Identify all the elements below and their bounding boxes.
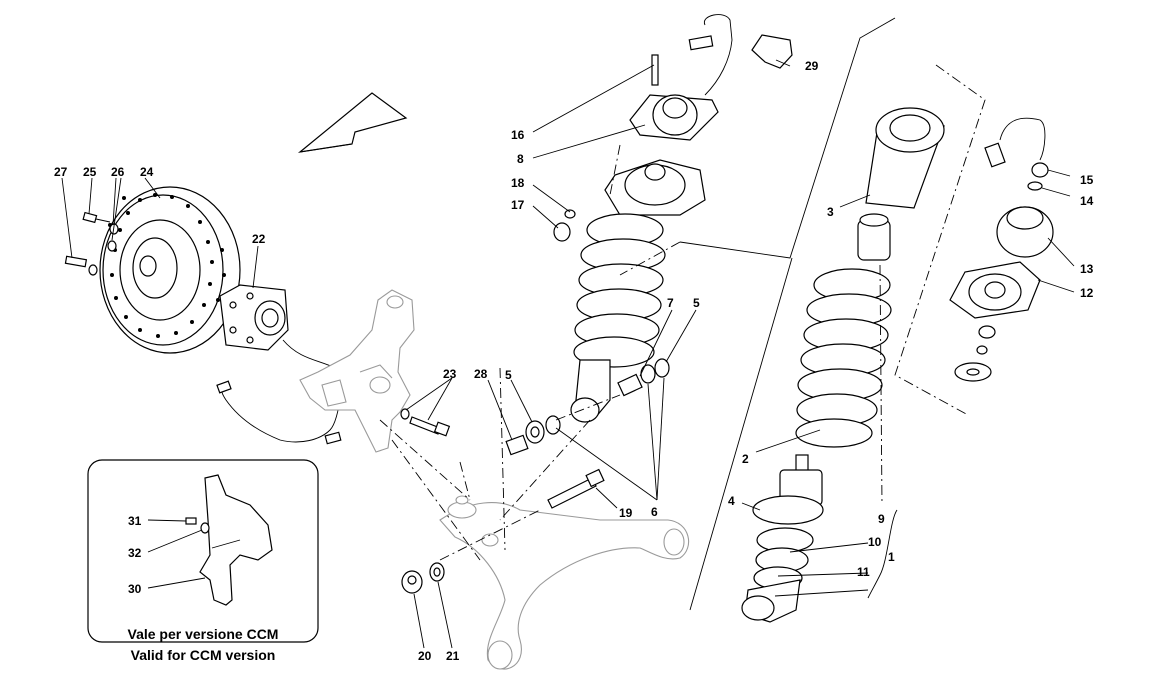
callout-9: 9 xyxy=(878,512,885,526)
callout-26: 26 xyxy=(111,165,125,179)
nut-20 xyxy=(401,570,423,594)
upright-knuckle xyxy=(299,289,415,453)
ccm-inset: 31 32 30 Vale per versione CCM Valid for… xyxy=(87,459,319,663)
washer-18 xyxy=(564,209,576,219)
inset-caption-italian: Vale per versione CCM xyxy=(128,626,279,642)
callout-16: 16 xyxy=(511,128,525,142)
lower-wishbone xyxy=(439,495,689,670)
callout-3: 3 xyxy=(827,205,834,219)
callout-4: 4 xyxy=(728,494,735,508)
callout-17: 17 xyxy=(511,198,525,212)
bump-stop xyxy=(857,213,891,261)
callout-18: 18 xyxy=(511,176,525,190)
callout-7: 7 xyxy=(667,296,674,310)
callout-30: 30 xyxy=(128,582,142,596)
upper-mount-13 xyxy=(996,206,1054,258)
dust-boot-3 xyxy=(865,107,945,209)
callout-19: 19 xyxy=(619,506,633,520)
callout-15: 15 xyxy=(1080,173,1094,187)
washer-14 xyxy=(1027,181,1043,191)
callout-21: 21 xyxy=(446,649,460,663)
callout-14: 14 xyxy=(1080,194,1094,208)
sensor-cable-15 xyxy=(984,117,1049,178)
nut-17 xyxy=(553,222,571,242)
callout-8: 8 xyxy=(517,152,524,166)
brake-disc xyxy=(99,186,241,354)
callout-29: 29 xyxy=(805,59,819,73)
mount-plate-12 xyxy=(949,261,1041,319)
washer-26 xyxy=(107,223,119,252)
spacer-5-right xyxy=(617,358,670,397)
callout-2: 2 xyxy=(742,452,749,466)
callout-24: 24 xyxy=(140,165,154,179)
shock-absorber-assembly xyxy=(570,14,733,423)
bolt-27 xyxy=(64,255,98,276)
callout-11: 11 xyxy=(857,565,870,579)
bolt-19 xyxy=(547,468,605,509)
callout-10: 10 xyxy=(868,535,882,549)
callout-27: 27 xyxy=(54,165,68,179)
callout-5-right: 5 xyxy=(693,296,700,310)
inset-caption-english: Valid for CCM version xyxy=(131,647,276,663)
wheel-hub xyxy=(219,284,289,351)
callout-20: 20 xyxy=(418,649,432,663)
callout-32: 32 xyxy=(128,546,142,560)
washer-21 xyxy=(429,562,445,582)
heat-shield-30 xyxy=(199,474,273,606)
callout-12: 12 xyxy=(1080,286,1094,300)
callout-31: 31 xyxy=(128,514,142,528)
callout-5-left: 5 xyxy=(505,368,512,382)
callout-1: 1 xyxy=(888,550,895,564)
callout-22: 22 xyxy=(252,232,266,246)
damper-body-1 xyxy=(741,454,824,623)
washers-lower-right xyxy=(954,325,996,382)
direction-arrow-icon xyxy=(297,92,408,153)
bushing-28 xyxy=(505,434,529,456)
bolt-23 xyxy=(400,408,451,437)
spacer-5-left xyxy=(525,415,561,444)
callout-28: 28 xyxy=(474,367,488,381)
callout-23: 23 xyxy=(443,367,457,381)
callout-6: 6 xyxy=(651,505,658,519)
coil-spring-2 xyxy=(795,268,892,448)
callout-13: 13 xyxy=(1080,262,1094,276)
callout-25: 25 xyxy=(83,165,97,179)
bolt-25 xyxy=(82,211,111,224)
clip-29 xyxy=(751,34,793,69)
